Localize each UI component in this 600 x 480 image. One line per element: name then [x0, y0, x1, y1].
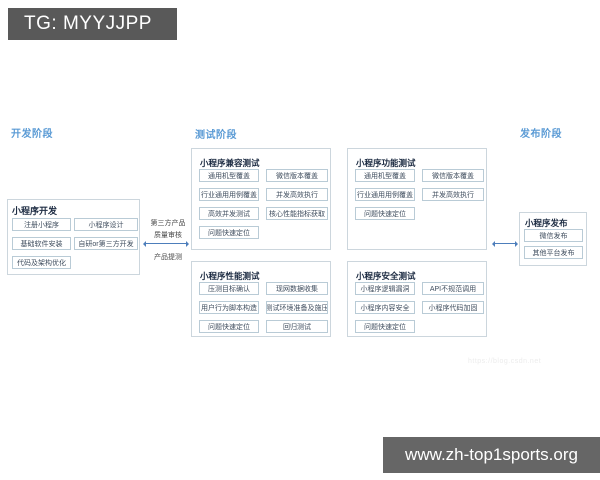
compatibility-test-column-left: 通用机型覆盖行业通用用例覆盖高效并发测试问题快速定位 [199, 169, 259, 245]
security-test-column-right: API不规范调用小程序代码加固 [422, 282, 484, 320]
performance-test-box: 小程序性能测试 压测目标确认用户行为脚本构造问题快速定位 现网数据收集测试环境准… [191, 261, 331, 337]
phase-label-dev: 开发阶段 [11, 129, 53, 140]
item-chip: 问题快速定位 [199, 320, 259, 333]
item-chip: 核心性能指标获取 [266, 207, 328, 220]
release-box: 小程序发布 微信发布其他平台发布 [519, 212, 587, 266]
release-box-items: 微信发布其他平台发布 [524, 229, 583, 263]
dev-box-column-left: 注册小程序基础软件安装代码及架构优化 [12, 218, 71, 275]
handoff-label-line1: 第三方产品 [150, 220, 186, 227]
item-chip: 小程序代码加固 [422, 301, 484, 314]
compatibility-test-title: 小程序兼容测试 [200, 158, 260, 168]
handoff-label-bottom: 产品提测 [154, 254, 182, 261]
item-chip: 微信版本覆盖 [422, 169, 484, 182]
dev-box-title: 小程序开发 [12, 206, 58, 216]
performance-test-column-right: 现网数据收集测试环境准备及施压回归测试 [266, 282, 328, 339]
item-chip: 回归测试 [266, 320, 328, 333]
phase-label-test: 测试阶段 [195, 130, 237, 141]
item-chip: 问题快速定位 [355, 207, 415, 220]
item-chip: 小程序内容安全 [355, 301, 415, 314]
compatibility-test-box: 小程序兼容测试 通用机型覆盖行业通用用例覆盖高效并发测试问题快速定位 微信版本覆… [191, 148, 331, 250]
dev-box: 小程序开发 注册小程序基础软件安装代码及架构优化 小程序设计自研or第三方开发 [7, 199, 140, 275]
item-chip: 微信版本覆盖 [266, 169, 328, 182]
item-chip: 注册小程序 [12, 218, 71, 231]
item-chip: 测试环境准备及施压 [266, 301, 328, 314]
item-chip: 高效并发测试 [199, 207, 259, 220]
item-chip: 现网数据收集 [266, 282, 328, 295]
release-box-title: 小程序发布 [525, 218, 568, 228]
performance-test-title: 小程序性能测试 [200, 271, 260, 281]
item-chip: 其他平台发布 [524, 246, 583, 259]
function-test-column-left: 通用机型覆盖行业通用用例覆盖问题快速定位 [355, 169, 415, 226]
performance-test-column-left: 压测目标确认用户行为脚本构造问题快速定位 [199, 282, 259, 339]
function-test-box: 小程序功能测试 通用机型覆盖行业通用用例覆盖问题快速定位 微信版本覆盖并发高效执… [347, 148, 487, 250]
function-test-title: 小程序功能测试 [356, 158, 416, 168]
item-chip: API不规范调用 [422, 282, 484, 295]
dev-test-double-arrow [143, 240, 189, 247]
handoff-label-line2: 质量审核 [154, 232, 182, 239]
item-chip: 通用机型覆盖 [355, 169, 415, 182]
csdn-watermark: https://blog.csdn.net [468, 358, 542, 365]
test-release-double-arrow [492, 240, 518, 247]
item-chip: 基础软件安装 [12, 237, 71, 250]
item-chip: 行业通用用例覆盖 [355, 188, 415, 201]
item-chip: 代码及架构优化 [12, 256, 71, 269]
security-test-title: 小程序安全测试 [356, 271, 416, 281]
item-chip: 用户行为脚本构造 [199, 301, 259, 314]
security-test-box: 小程序安全测试 小程序逻辑漏洞小程序内容安全问题快速定位 API不规范调用小程序… [347, 261, 487, 337]
top-banner: TG: MYYJJPP [8, 8, 177, 40]
function-test-column-right: 微信版本覆盖并发高效执行 [422, 169, 484, 207]
item-chip: 小程序设计 [74, 218, 138, 231]
compatibility-test-column-right: 微信版本覆盖并发高效执行核心性能指标获取 [266, 169, 328, 226]
item-chip: 微信发布 [524, 229, 583, 242]
item-chip: 问题快速定位 [199, 226, 259, 239]
item-chip: 行业通用用例覆盖 [199, 188, 259, 201]
dev-box-column-right: 小程序设计自研or第三方开发 [74, 218, 138, 256]
bottom-banner: www.zh-top1sports.org [383, 437, 600, 473]
phase-label-release: 发布阶段 [520, 129, 562, 140]
item-chip: 并发高效执行 [422, 188, 484, 201]
item-chip: 压测目标确认 [199, 282, 259, 295]
security-test-column-left: 小程序逻辑漏洞小程序内容安全问题快速定位 [355, 282, 415, 339]
item-chip: 通用机型覆盖 [199, 169, 259, 182]
item-chip: 问题快速定位 [355, 320, 415, 333]
item-chip: 小程序逻辑漏洞 [355, 282, 415, 295]
item-chip: 并发高效执行 [266, 188, 328, 201]
item-chip: 自研or第三方开发 [74, 237, 138, 250]
